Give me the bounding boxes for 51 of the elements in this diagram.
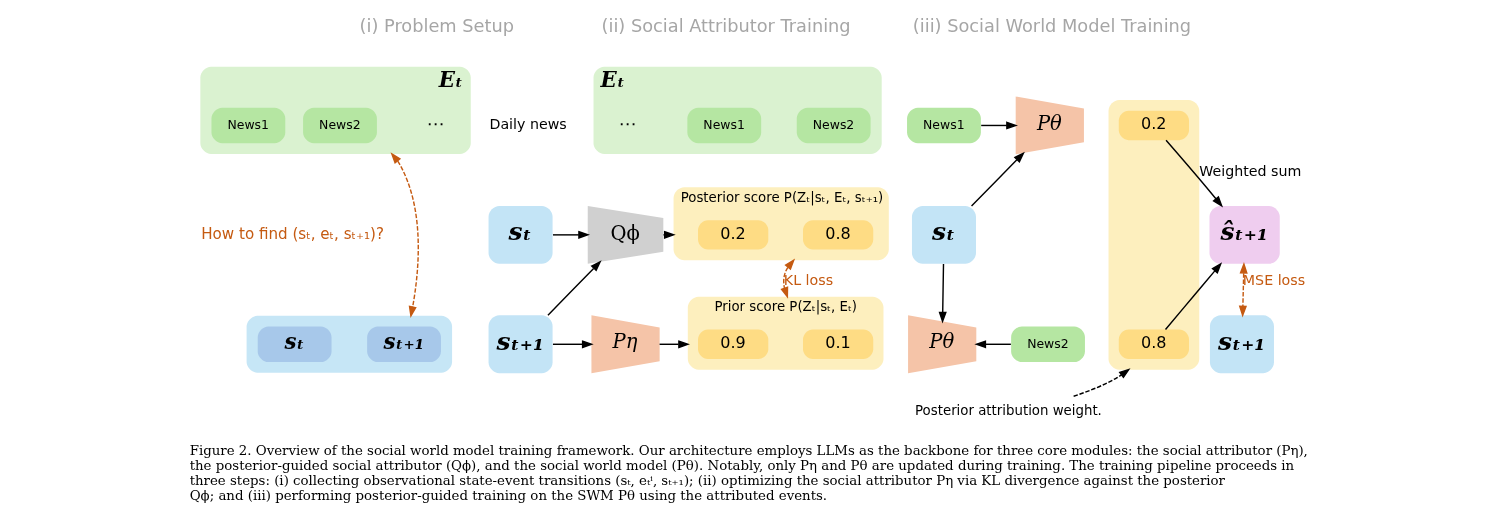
node-box: News1 [687, 107, 762, 144]
arrow [970, 151, 1025, 207]
arrow [552, 230, 590, 239]
label: How to find (sₜ, eₜ, sₜ₊₁)? [201, 224, 384, 243]
node-box: sₜ₊₁ [367, 326, 441, 363]
node-box: News2 [303, 107, 377, 144]
node-box: News1 [907, 107, 981, 144]
node-box: ŝₜ₊₁ [1209, 205, 1280, 264]
label: ⋯ [426, 112, 445, 134]
node-box: 0.2 [698, 220, 769, 250]
arrow [662, 230, 676, 239]
arrow [1072, 368, 1131, 397]
node-label: Daily news [489, 115, 567, 132]
label: ⋯ [618, 112, 637, 134]
node-box: News2 [1011, 326, 1085, 363]
arrow [1164, 262, 1223, 331]
arrow [658, 340, 690, 349]
edge-label: Weighted sum [1199, 162, 1302, 179]
node-box: News2 [796, 107, 871, 144]
arrow [552, 340, 594, 349]
node-text: Posterior attribution weight. [915, 403, 1102, 419]
node-box: sₜ₊₁ [1209, 315, 1274, 374]
arrow [1165, 139, 1224, 208]
node-box: 0.8 [1118, 329, 1190, 359]
node-box: sₜ [257, 326, 332, 363]
node-box: News1 [211, 107, 286, 144]
node-box: Pθ [908, 315, 977, 374]
node-box: Pη [591, 315, 660, 374]
node-box: sₜ [911, 205, 976, 264]
arrow [780, 258, 796, 299]
node-box: sₜ [488, 205, 553, 264]
arrow [980, 121, 1018, 130]
arrow [547, 260, 602, 317]
node-box: 0.1 [803, 329, 874, 359]
node-box: 0.9 [698, 329, 769, 359]
node-box: 0.2 [1118, 110, 1190, 141]
arrow [938, 263, 947, 324]
label: (ii) Social Attributor Training [601, 15, 851, 37]
arrow [974, 340, 1012, 349]
cluster [1108, 100, 1200, 370]
caption: Figure 2. Overview of the social world model training framework. Our architecture employs LLMs as the backbone for three core modules: the social attributor (Pη), the posterior-guided social attributor (Qϕ), and the social world model (Pθ). Notably, only Pη and Pθ are updated during training. The training pipeline proceeds in three steps: (i) collecting observational state-event transitions (sₜ, eₜⁱ, sₜ₊₁); (ii) optimizing the social attributor Pη via KL divergence against the posterior Qϕ; and (iii) performing posterior-guided training on the SWM Pθ using the attributed events. [189, 443, 1308, 504]
arrow [1238, 261, 1248, 318]
node-box: sₜ₊₁ [488, 315, 553, 374]
label: (iii) Social World Model Training [912, 15, 1192, 37]
cluster [246, 315, 453, 373]
node-box: 0.8 [803, 220, 874, 250]
node-box: Pθ [1015, 96, 1084, 155]
edge-label: MSE loss [1242, 271, 1306, 288]
edge-label: KL loss [783, 271, 834, 288]
arrow [390, 152, 419, 318]
label: (i) Problem Setup [359, 15, 515, 37]
